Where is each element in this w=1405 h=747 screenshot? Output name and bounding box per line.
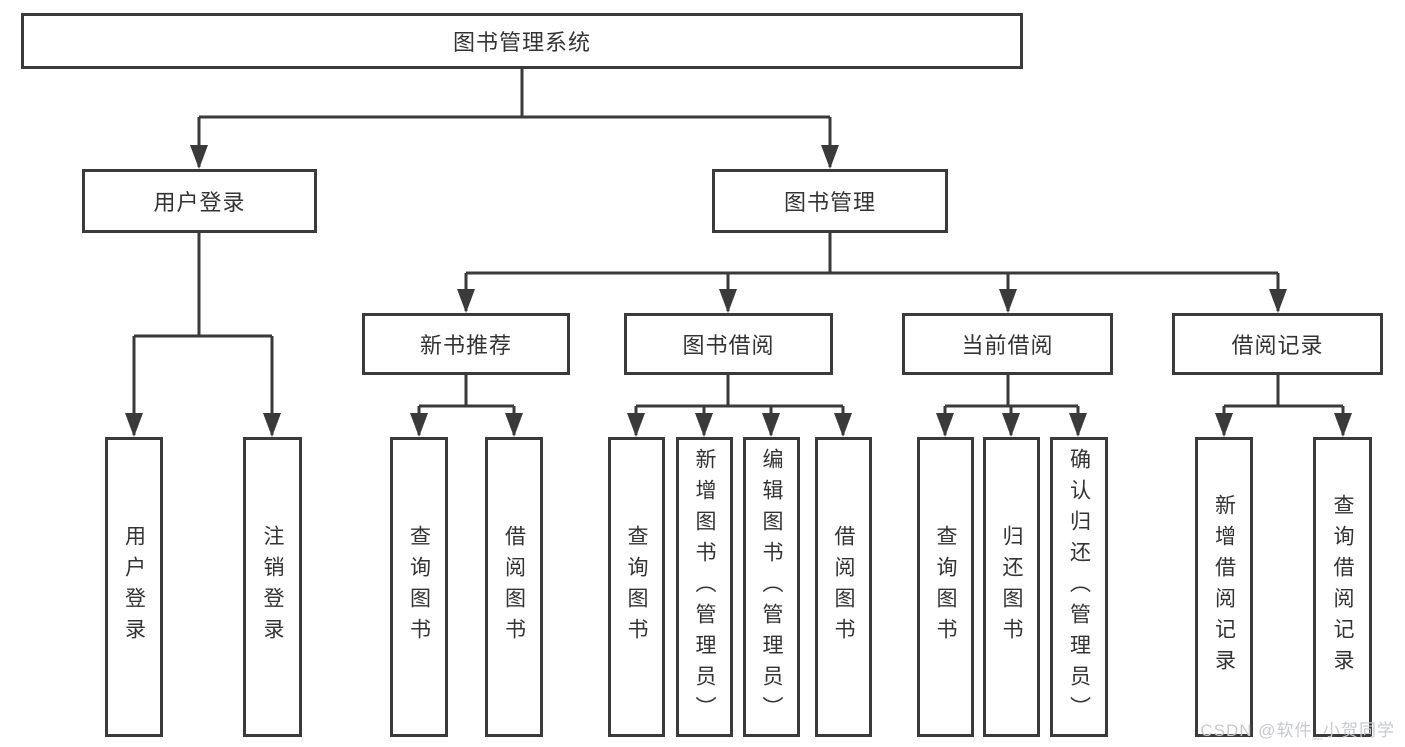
node-new-book-recommend: 新书推荐 xyxy=(362,313,570,375)
arrowhead xyxy=(821,145,839,169)
node-borrow-books-borrowing: 借阅图书 xyxy=(815,437,872,737)
branch-current-borrowing xyxy=(936,375,1087,437)
arrowhead xyxy=(410,413,428,437)
node-book-management: 图书管理 xyxy=(712,169,948,233)
branch-book-borrowing xyxy=(627,375,852,437)
arrowhead xyxy=(695,413,713,437)
node-query-books-current: 查询图书 xyxy=(917,437,974,737)
node-label-borrow-books-recommend: 借阅图书 xyxy=(502,525,526,649)
node-return-books: 归还图书 xyxy=(983,437,1040,737)
arrowhead xyxy=(936,413,954,437)
node-edit-books-admin: 编辑图书（管理员） xyxy=(743,437,800,737)
node-label-query-books-current: 查询图书 xyxy=(934,525,957,649)
arrowhead xyxy=(190,145,208,169)
node-borrow-books-recommend: 借阅图书 xyxy=(485,437,543,737)
node-add-books-admin: 新增图书（管理员） xyxy=(676,437,733,737)
node-label-current-borrowing: 当前借阅 xyxy=(961,333,1054,358)
node-label-query-books-recommend: 查询图书 xyxy=(407,525,431,649)
node-label-book-borrowing: 图书借阅 xyxy=(682,333,775,358)
arrowhead xyxy=(834,413,852,437)
node-query-borrow-record: 查询借阅记录 xyxy=(1313,437,1372,737)
node-label-borrowing-records: 借阅记录 xyxy=(1231,333,1324,358)
arrowhead xyxy=(125,413,143,437)
node-query-books-recommend: 查询图书 xyxy=(390,437,448,737)
node-label-book-management: 图书管理 xyxy=(783,190,876,215)
node-book-borrowing: 图书借阅 xyxy=(624,313,833,375)
arrowhead xyxy=(457,289,475,313)
node-label-query-borrow-record: 查询借阅记录 xyxy=(1331,494,1354,680)
node-label-confirm-return-admin: 确认归还（管理员） xyxy=(1067,447,1091,727)
node-user-login-action: 用户登录 xyxy=(105,437,163,737)
node-user-login: 用户登录 xyxy=(82,169,317,233)
node-label-new-book-recommend: 新书推荐 xyxy=(419,333,512,358)
arrowhead xyxy=(627,413,645,437)
node-query-books-borrowing: 查询图书 xyxy=(608,437,665,737)
arrowhead xyxy=(1215,413,1233,437)
branch-root xyxy=(190,69,839,169)
branch-new-book-recommend xyxy=(410,375,523,437)
arrowhead xyxy=(719,289,737,313)
branch-borrowing-records xyxy=(1215,375,1352,437)
arrowhead xyxy=(1334,413,1352,437)
arrowhead xyxy=(263,413,281,437)
arrowhead xyxy=(1269,289,1287,313)
arrowhead xyxy=(999,289,1017,313)
arrowhead xyxy=(762,413,780,437)
node-label-query-books-borrowing: 查询图书 xyxy=(625,525,648,649)
node-label-root: 图书管理系统 xyxy=(452,30,591,55)
node-label-user-login: 用户登录 xyxy=(153,190,246,215)
arrowhead xyxy=(1002,413,1020,437)
arrowhead xyxy=(505,413,523,437)
node-label-add-borrow-record: 新增借阅记录 xyxy=(1212,494,1236,680)
branch-user-login xyxy=(125,233,281,437)
node-confirm-return-admin: 确认归还（管理员） xyxy=(1050,437,1108,737)
node-label-add-books-admin: 新增图书（管理员） xyxy=(693,447,716,727)
node-current-borrowing: 当前借阅 xyxy=(902,313,1113,375)
arrowhead xyxy=(1069,413,1087,437)
node-label-logout-action: 注销登录 xyxy=(261,525,284,649)
branch-book-management xyxy=(457,233,1287,313)
node-logout-action: 注销登录 xyxy=(243,437,302,737)
node-label-user-login-action: 用户登录 xyxy=(122,525,146,649)
node-borrowing-records: 借阅记录 xyxy=(1172,313,1383,375)
watermark: CSDN @软件_小贺同学 xyxy=(1200,721,1395,740)
node-root: 图书管理系统 xyxy=(21,13,1023,69)
node-add-borrow-record: 新增借阅记录 xyxy=(1195,437,1253,737)
node-label-borrow-books-borrowing: 借阅图书 xyxy=(832,525,855,649)
node-label-return-books: 归还图书 xyxy=(1000,525,1023,649)
node-label-edit-books-admin: 编辑图书（管理员） xyxy=(760,447,783,727)
